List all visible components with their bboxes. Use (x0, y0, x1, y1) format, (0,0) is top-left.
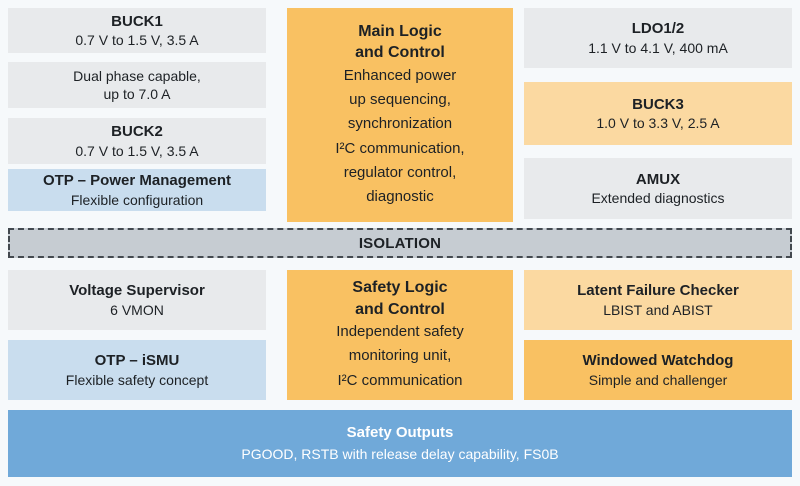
buck3-block: BUCK3 1.0 V to 3.3 V, 2.5 A (524, 82, 792, 145)
ldo12-block: LDO1/2 1.1 V to 4.1 V, 400 mA (524, 8, 792, 68)
buck3-title: BUCK3 (632, 95, 684, 113)
amux-block: AMUX Extended diagnostics (524, 158, 792, 219)
ldo12-title: LDO1/2 (631, 20, 685, 38)
main-logic-text: Enhanced power up sequencing, synchroniz… (335, 66, 465, 206)
top-middle-column: Main Logic and Control Enhanced power up… (287, 8, 513, 222)
windowed-watchdog-text: Simple and challenger (588, 371, 728, 388)
safety-logic-block: Safety Logic and Control Independent saf… (287, 270, 513, 400)
amux-title: AMUX (635, 170, 681, 188)
windowed-watchdog-block: Windowed Watchdog Simple and challenger (524, 340, 792, 400)
main-logic-block: Main Logic and Control Enhanced power up… (287, 8, 513, 222)
amux-text: Extended diagnostics (591, 190, 725, 207)
safety-outputs-bar: Safety Outputs PGOOD, RSTB with release … (8, 410, 792, 477)
safety-outputs-title: Safety Outputs (346, 424, 454, 442)
buck2-spec: 0.7 V to 1.5 V, 3.5 A (75, 142, 199, 159)
windowed-watchdog-title: Windowed Watchdog (582, 352, 734, 370)
buck2-block: BUCK2 0.7 V to 1.5 V, 3.5 A (8, 118, 266, 164)
otp-ismu-title: OTP – iSMU (94, 352, 180, 370)
otp-power-management-title: OTP – Power Management (42, 172, 232, 190)
voltage-supervisor-title: Voltage Supervisor (69, 282, 205, 300)
ldo12-spec: 1.1 V to 4.1 V, 400 mA (588, 39, 728, 56)
safety-logic-title: Safety Logic and Control (352, 278, 448, 318)
buck1-title: BUCK1 (111, 12, 163, 30)
latent-failure-checker-block: Latent Failure Checker LBIST and ABIST (524, 270, 792, 330)
safety-logic-text: Independent safety monitoring unit, I²C … (336, 323, 464, 389)
bottom-right-column: Latent Failure Checker LBIST and ABIST W… (524, 270, 792, 400)
safety-outputs-text: PGOOD, RSTB with release delay capabilit… (241, 445, 559, 462)
buck1-spec: 0.7 V to 1.5 V, 3.5 A (75, 32, 199, 49)
otp-power-management-text: Flexible configuration (70, 191, 204, 208)
otp-ismu-text: Flexible safety concept (65, 371, 209, 388)
isolation-label: ISOLATION (358, 234, 442, 252)
bottom-section: Voltage Supervisor 6 VMON OTP – iSMU Fle… (8, 270, 792, 400)
buck3-spec: 1.0 V to 3.3 V, 2.5 A (596, 115, 720, 132)
latent-failure-checker-title: Latent Failure Checker (577, 282, 739, 300)
top-left-column: BUCK1 0.7 V to 1.5 V, 3.5 A Dual phase c… (8, 8, 266, 222)
otp-power-management-block: OTP – Power Management Flexible configur… (8, 169, 266, 211)
isolation-bar: ISOLATION (8, 228, 792, 258)
latent-failure-checker-text: LBIST and ABIST (603, 301, 713, 318)
dual-phase-block: Dual phase capable, up to 7.0 A (8, 62, 266, 108)
otp-ismu-block: OTP – iSMU Flexible safety concept (8, 340, 266, 400)
main-logic-title: Main Logic and Control (355, 22, 445, 62)
voltage-supervisor-text: 6 VMON (110, 301, 164, 318)
bottom-left-column: Voltage Supervisor 6 VMON OTP – iSMU Fle… (8, 270, 266, 400)
buck2-title: BUCK2 (111, 123, 163, 141)
top-section: BUCK1 0.7 V to 1.5 V, 3.5 A Dual phase c… (8, 8, 792, 222)
top-right-column: LDO1/2 1.1 V to 4.1 V, 400 mA BUCK3 1.0 … (524, 8, 792, 222)
bottom-middle-column: Safety Logic and Control Independent saf… (287, 270, 513, 400)
buck1-block: BUCK1 0.7 V to 1.5 V, 3.5 A (8, 8, 266, 53)
voltage-supervisor-block: Voltage Supervisor 6 VMON (8, 270, 266, 330)
dual-phase-text: Dual phase capable, up to 7.0 A (73, 67, 201, 102)
